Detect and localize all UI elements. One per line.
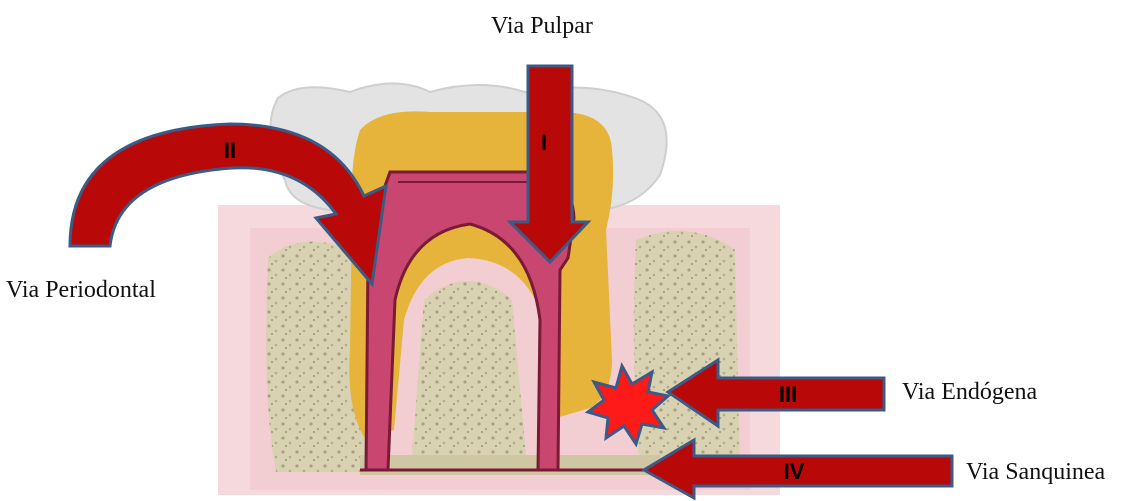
numeral-III: III <box>779 382 797 407</box>
label-via-sanguinea: Via Sanquinea <box>966 460 1105 484</box>
numeral-II: II <box>224 138 236 163</box>
label-via-periodontal: Via Periodontal <box>6 278 156 302</box>
label-via-endogena: Via Endógena <box>902 380 1037 404</box>
arrow-sanguinea: IV <box>644 440 952 498</box>
numeral-IV: IV <box>784 459 805 484</box>
label-via-pulpar: Via Pulpar <box>491 14 593 38</box>
numeral-I: I <box>541 130 547 155</box>
